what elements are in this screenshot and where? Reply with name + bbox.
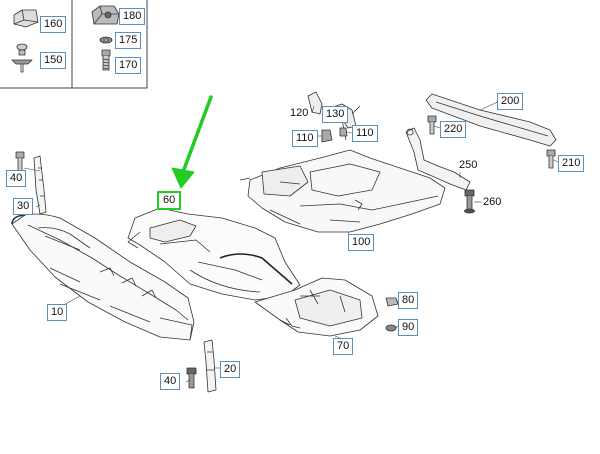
bolt-40-top [15,151,25,173]
engine-compartment-cover [239,149,446,233]
callout-40-top: 40 [6,170,27,187]
lower-bracket [203,339,217,393]
green-pointer-arrow-icon [171,95,213,189]
callout-200: 200 [497,93,524,110]
washer-part-90 [385,324,397,332]
bolt-260 [464,189,475,214]
callout-20: 20 [220,361,241,378]
callout-100: 100 [348,234,375,251]
callout-30: 30 [13,198,34,215]
clip-110-left [321,129,333,143]
legend-label-170: 170 [115,57,142,74]
callout-70: 70 [333,338,354,355]
callout-40-bottom: 40 [160,373,181,390]
callout-120: 120 [290,107,309,119]
bolt-40-bottom [186,367,197,389]
push-rivet-icon [11,43,33,73]
callout-60-highlighted: 60 [157,191,182,210]
leader-lines [23,100,559,383]
callout-110-right: 110 [352,125,378,142]
legend-label-160: 160 [40,16,67,33]
callout-250: 250 [459,159,478,171]
washer-icon [99,36,113,44]
callout-210: 210 [558,155,585,172]
strut-bracket [405,127,471,191]
rear-underbody-panel [254,277,379,337]
callout-130: 130 [322,106,349,123]
callout-80: 80 [398,292,419,309]
bolt-220 [427,115,437,135]
callout-10: 10 [47,304,68,321]
callout-260: 260 [483,196,502,208]
center-underbody-panel [127,207,301,301]
square-nut-icon [91,5,120,25]
clip-part-80 [385,297,399,307]
bolt-icon [101,49,111,71]
callout-90: 90 [398,319,419,336]
front-splash-shield [11,213,195,341]
callout-110-left: 110 [292,130,318,147]
bolt-210 [546,149,556,169]
legend-label-180: 180 [119,8,146,25]
clip-nut-icon [13,9,39,28]
legend-box [0,0,148,89]
clip-110-right [339,127,348,137]
callout-220: 220 [440,121,467,138]
cross-brace [425,93,557,147]
legend-label-150: 150 [40,52,67,69]
legend-label-175: 175 [115,32,142,49]
